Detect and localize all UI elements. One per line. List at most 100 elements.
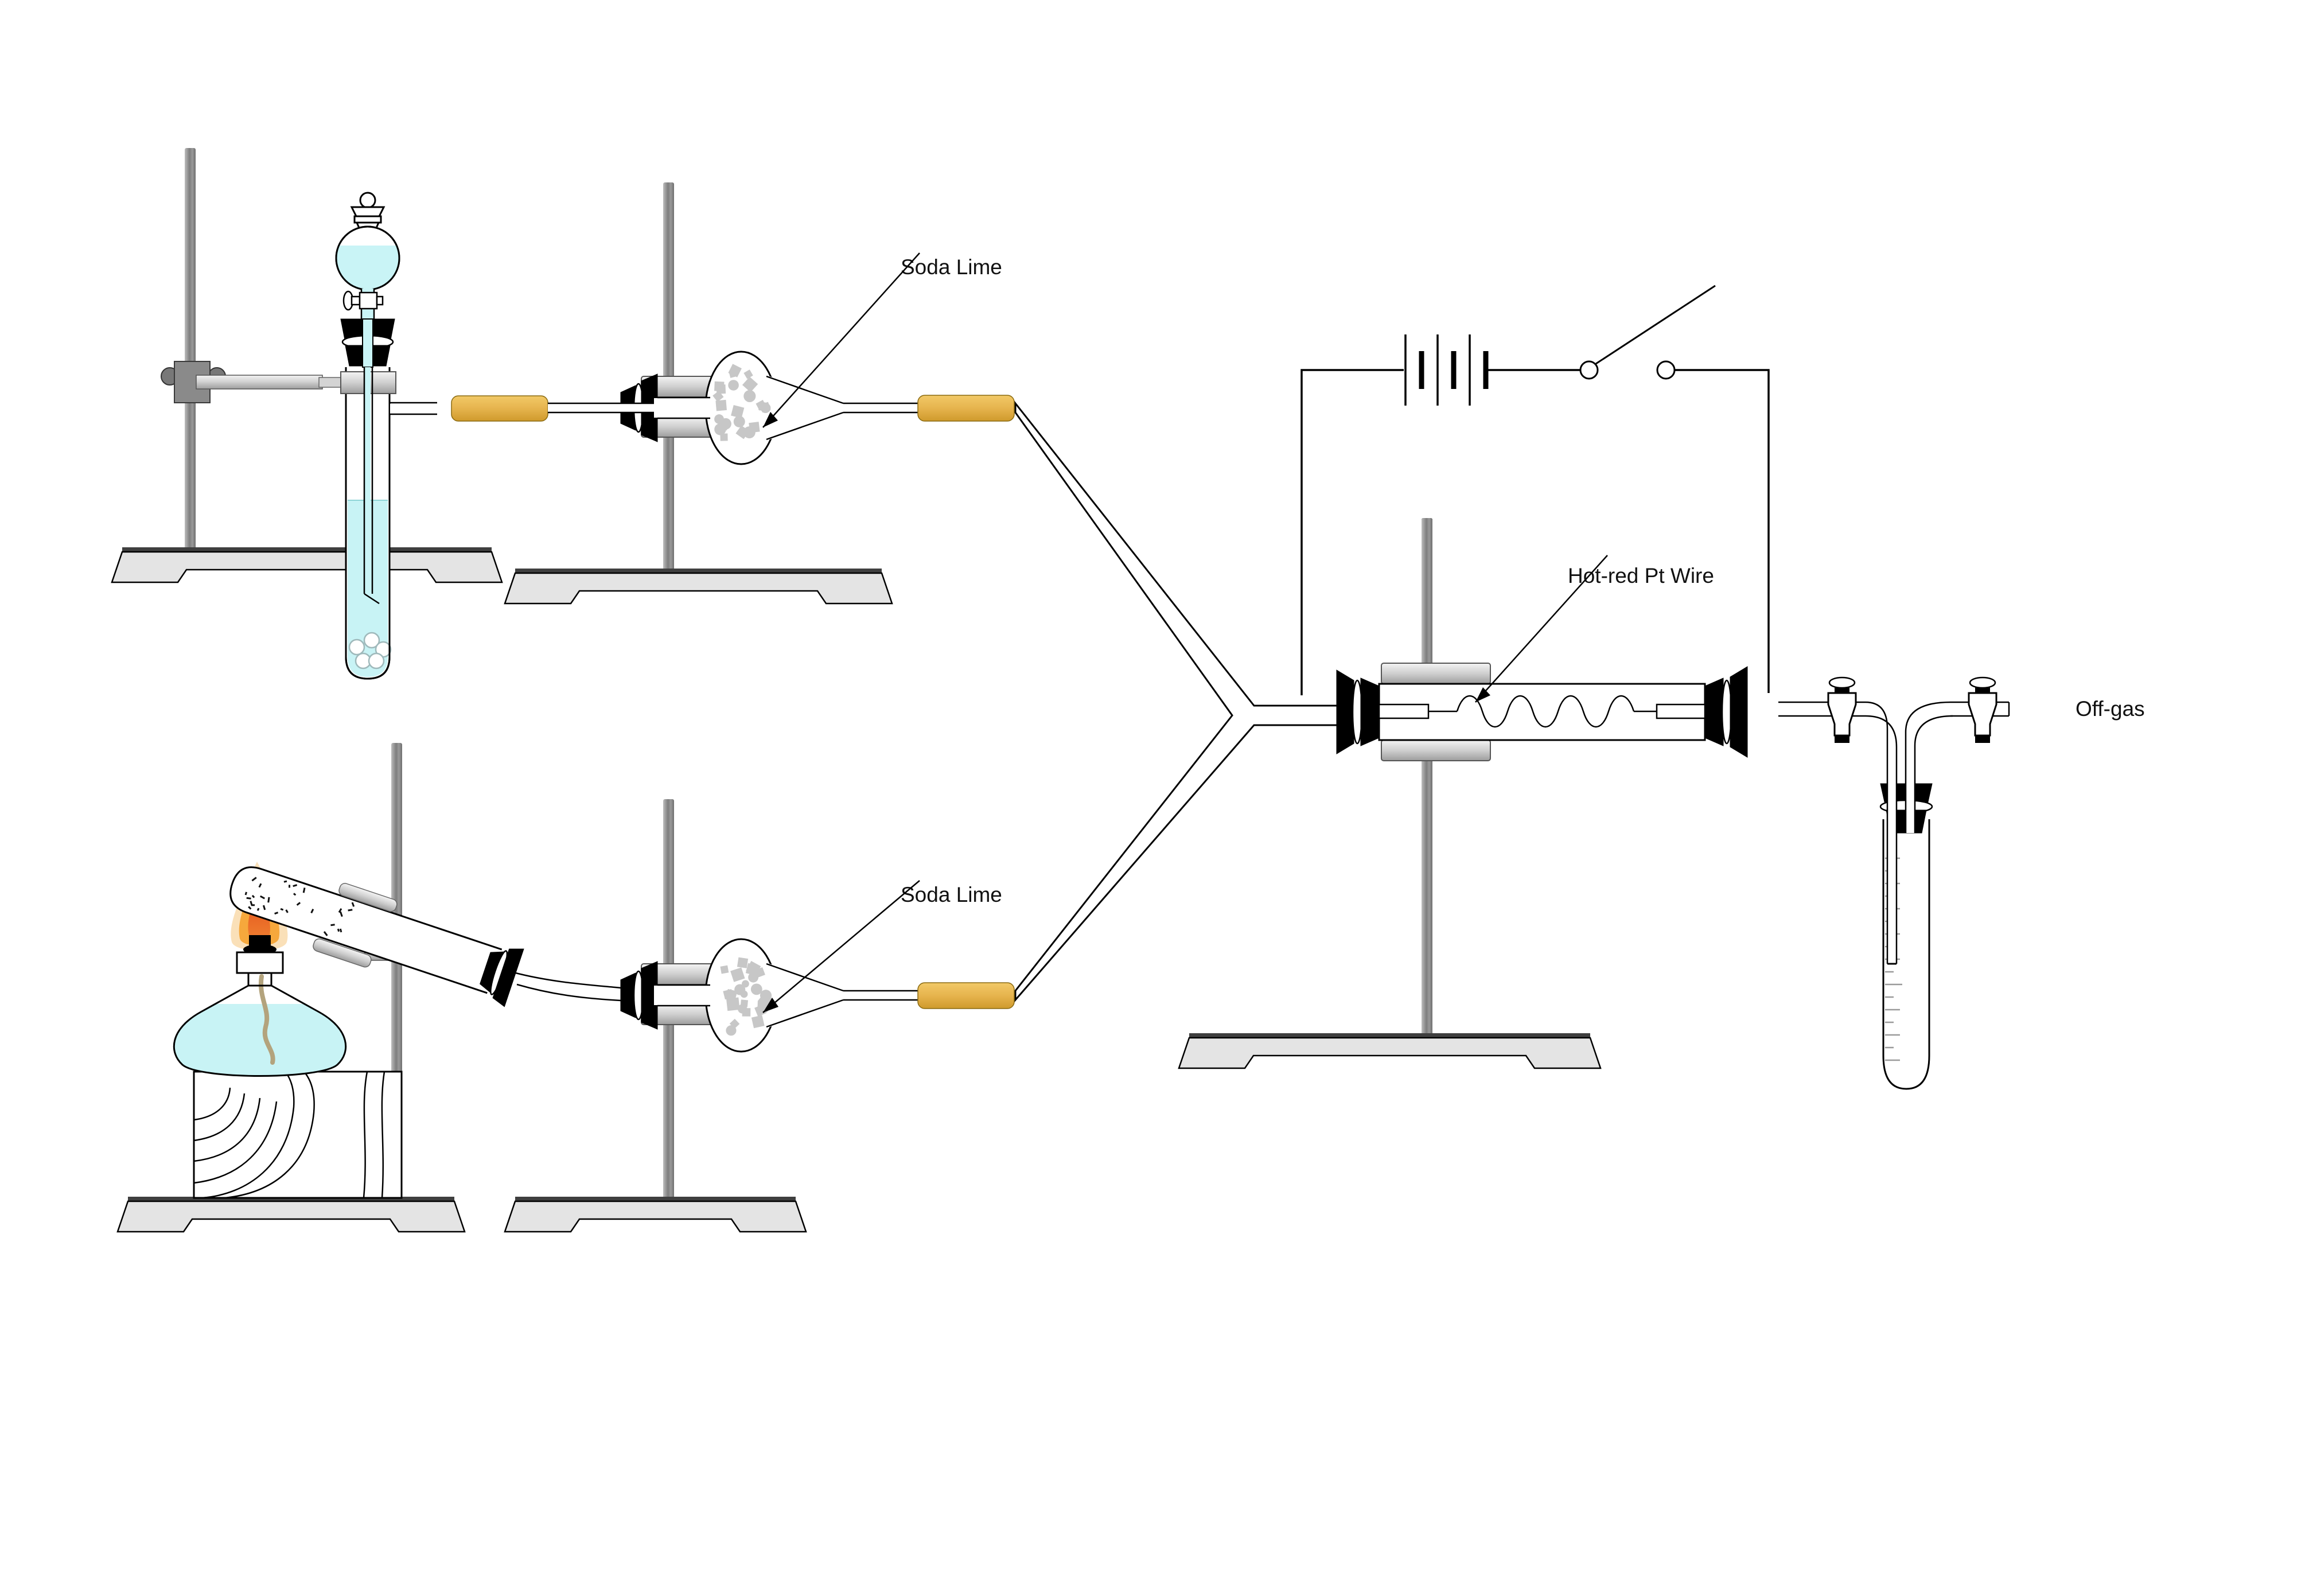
burner-body-outline bbox=[173, 984, 347, 1077]
taper-bottom bbox=[766, 411, 844, 441]
label-off-gas: Off-gas bbox=[2076, 697, 2145, 721]
soda-lime-chunks bbox=[720, 957, 774, 1036]
leader-line bbox=[1475, 555, 1608, 703]
pt-lead-left bbox=[1378, 703, 1430, 719]
stand-base bbox=[111, 551, 503, 583]
clamp-arm bbox=[196, 375, 323, 390]
pt-wire-coil bbox=[1456, 695, 1635, 728]
down-tube-right-inner bbox=[1914, 715, 1953, 833]
stem-tip bbox=[364, 593, 380, 605]
stopcock-handle bbox=[1828, 676, 1856, 689]
taper-bottom bbox=[766, 999, 844, 1028]
stopcock-stub bbox=[376, 295, 384, 306]
stand-base-strip bbox=[515, 1197, 796, 1201]
rubber-tubing-inlet bbox=[451, 395, 548, 422]
wood-block bbox=[193, 1071, 403, 1199]
outlet-tube-channel bbox=[843, 991, 919, 999]
switch-terminal-right bbox=[1656, 360, 1676, 380]
clamp-jaw-lower bbox=[1381, 739, 1491, 761]
outlet-tube-channel bbox=[843, 404, 919, 412]
inlet-tube-channel bbox=[548, 404, 668, 412]
tube-sleeve-upper bbox=[338, 883, 398, 912]
y-junction-tube bbox=[1014, 400, 1347, 1003]
stand-base bbox=[504, 1200, 807, 1233]
funnel-stem-inner bbox=[365, 367, 371, 594]
generator-tube-wall-redraw bbox=[345, 367, 391, 680]
stand-rod-fill bbox=[1422, 518, 1432, 1038]
tube-stopper-inner bbox=[480, 951, 504, 993]
stand-rod bbox=[185, 148, 196, 553]
bulb-stopper-inner bbox=[641, 961, 658, 1030]
down-tube-left-inner bbox=[1865, 715, 1898, 964]
stopcock-tip bbox=[1975, 735, 1990, 743]
bulb-stopper-outer bbox=[620, 972, 636, 1018]
stopcock-body bbox=[1968, 692, 1997, 737]
leader-arrowhead bbox=[763, 998, 778, 1013]
delivery-tube-bottom bbox=[516, 983, 621, 1002]
rubber-tubing-outlet bbox=[917, 395, 1015, 422]
burner-cap bbox=[236, 951, 284, 974]
delivery-tube-top bbox=[513, 971, 621, 989]
apparatus-soda-lime-top: Soda Lime bbox=[451, 182, 1015, 605]
bulb-neck bbox=[654, 986, 711, 1005]
solid-residue-specks bbox=[244, 877, 355, 936]
stand-base-strip bbox=[128, 1197, 454, 1201]
tube-body bbox=[229, 866, 503, 994]
battery-symbol bbox=[1404, 334, 1489, 406]
clamp-jaw-upper bbox=[1381, 663, 1491, 684]
apparatus-soda-lime-bottom: Soda Lime bbox=[504, 799, 1015, 1233]
stand-base-strip bbox=[515, 569, 882, 573]
circuit-wire-right bbox=[1675, 369, 1770, 693]
funnel-stopcock bbox=[342, 290, 384, 311]
funnel-stem-through-stopper bbox=[362, 318, 373, 368]
funnel-cap bbox=[350, 206, 386, 217]
side-arm-channel bbox=[390, 404, 437, 414]
battery-circuit bbox=[1300, 285, 1770, 695]
solid-chips bbox=[348, 632, 392, 669]
stand-base bbox=[1178, 1037, 1602, 1069]
leader-arrowhead bbox=[1475, 687, 1490, 702]
bulb-neck bbox=[654, 398, 711, 418]
rubber-tubing-outlet bbox=[917, 982, 1015, 1009]
stand-base bbox=[504, 572, 893, 605]
stopcock-handle bbox=[1969, 676, 1996, 689]
switch-lever bbox=[1595, 285, 1716, 365]
right-stopper-inner bbox=[1704, 678, 1724, 746]
down-tube-left-fill bbox=[1866, 702, 1897, 964]
funnel-knob bbox=[359, 192, 376, 209]
taper-top bbox=[766, 375, 844, 404]
stopcock-right bbox=[1968, 676, 1997, 743]
pt-lead-right bbox=[1656, 703, 1706, 719]
dropping-funnel bbox=[335, 192, 400, 605]
apparatus-heater bbox=[116, 743, 621, 1233]
down-tube-left-outer bbox=[1865, 701, 1888, 964]
apparatus-combustion: Hot-red Pt Wire bbox=[1178, 285, 1770, 1069]
apparatus-gas-generator bbox=[111, 148, 503, 680]
circuit-wire-left bbox=[1300, 369, 1404, 695]
burner-wick-inside bbox=[258, 974, 275, 1065]
left-stopper-outer bbox=[1336, 669, 1354, 754]
leader-line bbox=[762, 252, 920, 428]
burner-liquid bbox=[174, 1004, 346, 1076]
leader-arrowhead bbox=[763, 412, 778, 427]
collection-assembly: Off-gas bbox=[1778, 676, 2145, 1090]
soda-lime-chunks bbox=[712, 364, 771, 441]
stopcock-bar bbox=[351, 295, 361, 306]
stand-base-strip bbox=[1189, 1033, 1590, 1038]
stopcock-body bbox=[359, 291, 378, 310]
down-tube-right-fill bbox=[1906, 702, 1953, 833]
tube-sleeve-lower bbox=[313, 938, 372, 968]
label-pt-wire: Hot-red Pt Wire bbox=[1568, 564, 1714, 587]
stopcock-knob bbox=[1975, 687, 1990, 694]
tube-stopper-outer bbox=[492, 948, 524, 1007]
switch-terminal-left bbox=[1579, 360, 1599, 380]
stopcock-knob bbox=[1835, 687, 1849, 694]
open-switch bbox=[1579, 285, 1716, 380]
bulb-taper-fill bbox=[763, 962, 844, 1029]
stand-base-strip bbox=[122, 547, 492, 552]
wood-grain bbox=[193, 1071, 386, 1199]
bulb-taper-fill bbox=[763, 374, 844, 442]
down-tube-right-outer bbox=[1905, 701, 1951, 833]
